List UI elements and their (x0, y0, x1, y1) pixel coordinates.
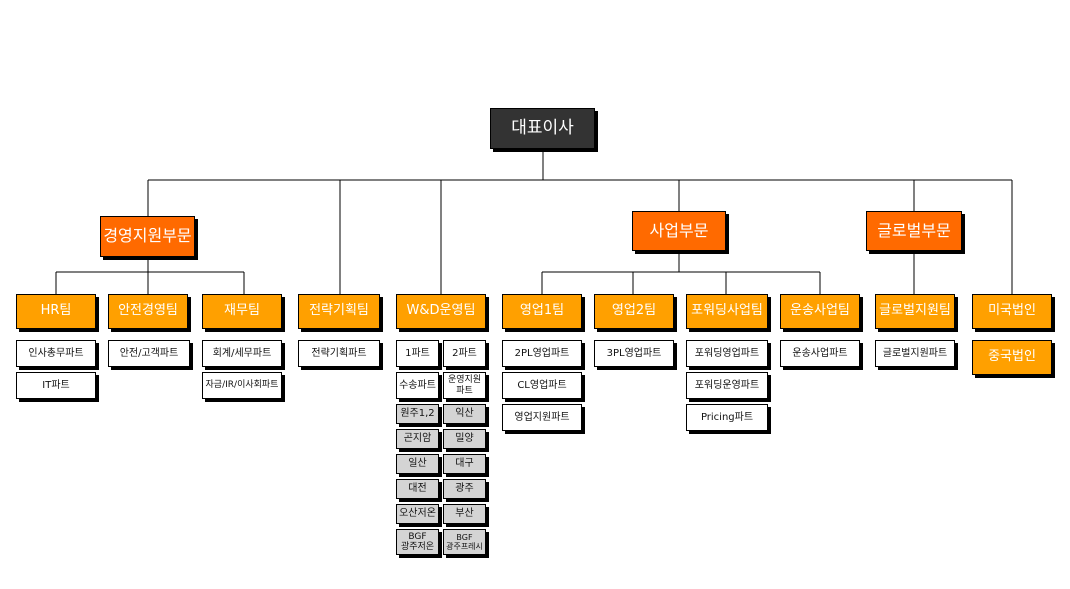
team-wd: W&D운영팀 (396, 294, 486, 329)
team-sales1: 영업1팀 (502, 294, 582, 329)
part-wd-1: 1파트 (396, 340, 439, 367)
part-2pl-sales: 2PL영업파트 (502, 340, 582, 367)
team-transport: 운송사업팀 (780, 294, 860, 329)
team-china: 중국법인 (972, 340, 1052, 375)
team-forwarding: 포워딩사업팀 (686, 294, 768, 329)
part-global-support: 글로벌지원파트 (875, 340, 955, 367)
division-global: 글로벌부문 (866, 211, 962, 251)
part-cl-sales: CL영업파트 (502, 372, 582, 399)
part-safety-customer: 안전/고객파트 (108, 340, 190, 367)
part-wd-ops-support: 운영지원 파트 (443, 372, 486, 399)
team-globalsupport: 글로벌지원팀 (875, 294, 955, 329)
part-sales-support: 영업지원파트 (502, 404, 582, 431)
site-gwangju: 광주 (443, 479, 486, 499)
part-forwarding-ops: 포워딩운영파트 (686, 372, 768, 399)
site-osan-cold: 오산저온 (396, 504, 439, 524)
team-hr: HR팀 (16, 294, 96, 329)
site-wonju: 원주1,2 (396, 404, 439, 424)
team-finance: 재무팀 (202, 294, 282, 329)
division-management: 경영지원부문 (100, 216, 195, 257)
part-3pl-sales: 3PL영업파트 (594, 340, 674, 367)
team-safety: 안전경영팀 (108, 294, 188, 329)
part-forwarding-sales: 포워딩영업파트 (686, 340, 768, 367)
site-bgf-gwangju-fresh: BGF 광주프레시 (443, 529, 486, 555)
part-hr-general: 인사총무파트 (16, 340, 96, 367)
part-strategy-planning: 전략기획파트 (298, 340, 380, 367)
site-daegu: 대구 (443, 454, 486, 474)
part-it: IT파트 (16, 372, 96, 399)
ceo-box: 대표이사 (490, 108, 595, 149)
part-transport-business: 운송사업파트 (780, 340, 860, 367)
team-us: 미국법인 (972, 294, 1052, 329)
site-busan: 부산 (443, 504, 486, 524)
part-pricing: Pricing파트 (686, 404, 768, 431)
site-bgf-gwangju-cold: BGF 광주저온 (396, 529, 439, 555)
site-iksan: 익산 (443, 404, 486, 424)
part-funding-ir-board: 자금/IR/이사회파트 (202, 372, 282, 399)
site-gonjiam: 곤지암 (396, 429, 439, 449)
team-sales2: 영업2팀 (594, 294, 674, 329)
part-accounting-tax: 회계/세무파트 (202, 340, 282, 367)
site-daejeon: 대전 (396, 479, 439, 499)
site-miryang: 밀양 (443, 429, 486, 449)
part-wd-transport: 수송파트 (396, 372, 439, 399)
team-strategy: 전략기획팀 (298, 294, 380, 329)
division-business: 사업부문 (632, 211, 726, 251)
part-wd-2: 2파트 (443, 340, 486, 367)
site-ilsan: 일산 (396, 454, 439, 474)
